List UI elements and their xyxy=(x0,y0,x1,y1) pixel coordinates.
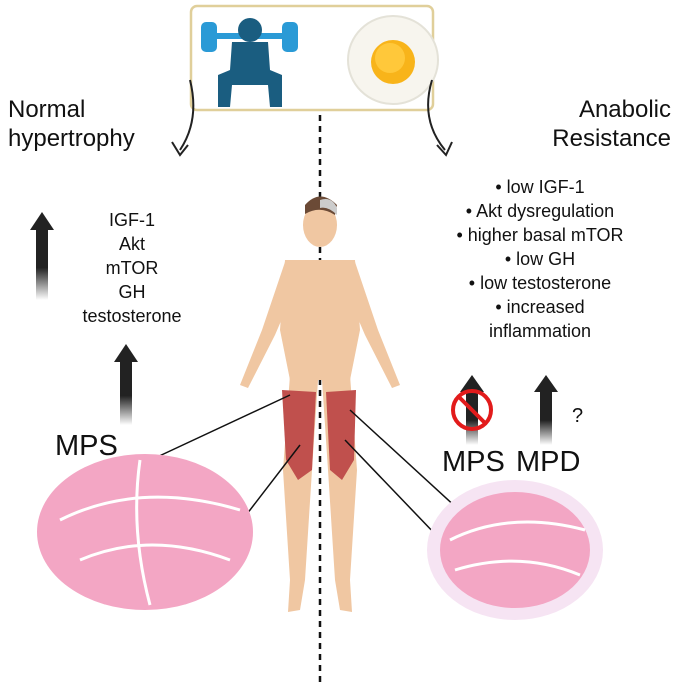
up-arrow-icon xyxy=(30,212,54,300)
bullet: • low GH xyxy=(504,249,576,269)
factor: testosterone xyxy=(82,306,182,326)
mpd-up-arrow-icon xyxy=(534,375,558,445)
heading-line: Normal xyxy=(8,96,86,123)
mpd-label: MPD xyxy=(516,446,581,478)
bullet: • low testosterone xyxy=(468,273,612,293)
no-symbol-icon xyxy=(451,389,493,431)
muscle-right-thigh xyxy=(326,390,356,480)
atrophic-muscle-tissue xyxy=(427,480,603,620)
factor: mTOR xyxy=(105,258,159,278)
heading-line: Anabolic xyxy=(578,96,671,123)
mps-up-arrow-icon xyxy=(460,375,484,445)
anabolic-resistance-list: • low IGF-1 • Akt dysregulation • higher… xyxy=(425,175,655,343)
up-arrow-icon xyxy=(114,344,138,425)
human-figure xyxy=(240,196,400,612)
fried-egg-icon xyxy=(347,15,439,105)
weightlifter-icon xyxy=(201,18,298,107)
heading-line: hypertrophy xyxy=(8,125,135,152)
question-mark: ? xyxy=(572,405,584,427)
bullet: • Akt dysregulation xyxy=(465,201,615,221)
bullet: • higher basal mTOR xyxy=(456,225,624,245)
curved-arrow-icon xyxy=(179,79,195,151)
bullet: • increased xyxy=(495,297,585,317)
factor: GH xyxy=(118,282,146,302)
factor: Akt xyxy=(118,234,145,254)
healthy-muscle-tissue xyxy=(37,454,253,610)
bullet: • low IGF-1 xyxy=(495,177,585,197)
anabolic-factors-list: IGF-1 Akt mTOR GH testosterone xyxy=(72,208,192,328)
curved-arrow-icon xyxy=(427,79,446,151)
factor: IGF-1 xyxy=(108,210,155,230)
heading-line: Resistance xyxy=(552,125,671,152)
mps-label: MPS xyxy=(55,430,118,462)
bullet-continuation: inflammation xyxy=(488,321,592,341)
mps-label: MPS xyxy=(442,446,505,478)
